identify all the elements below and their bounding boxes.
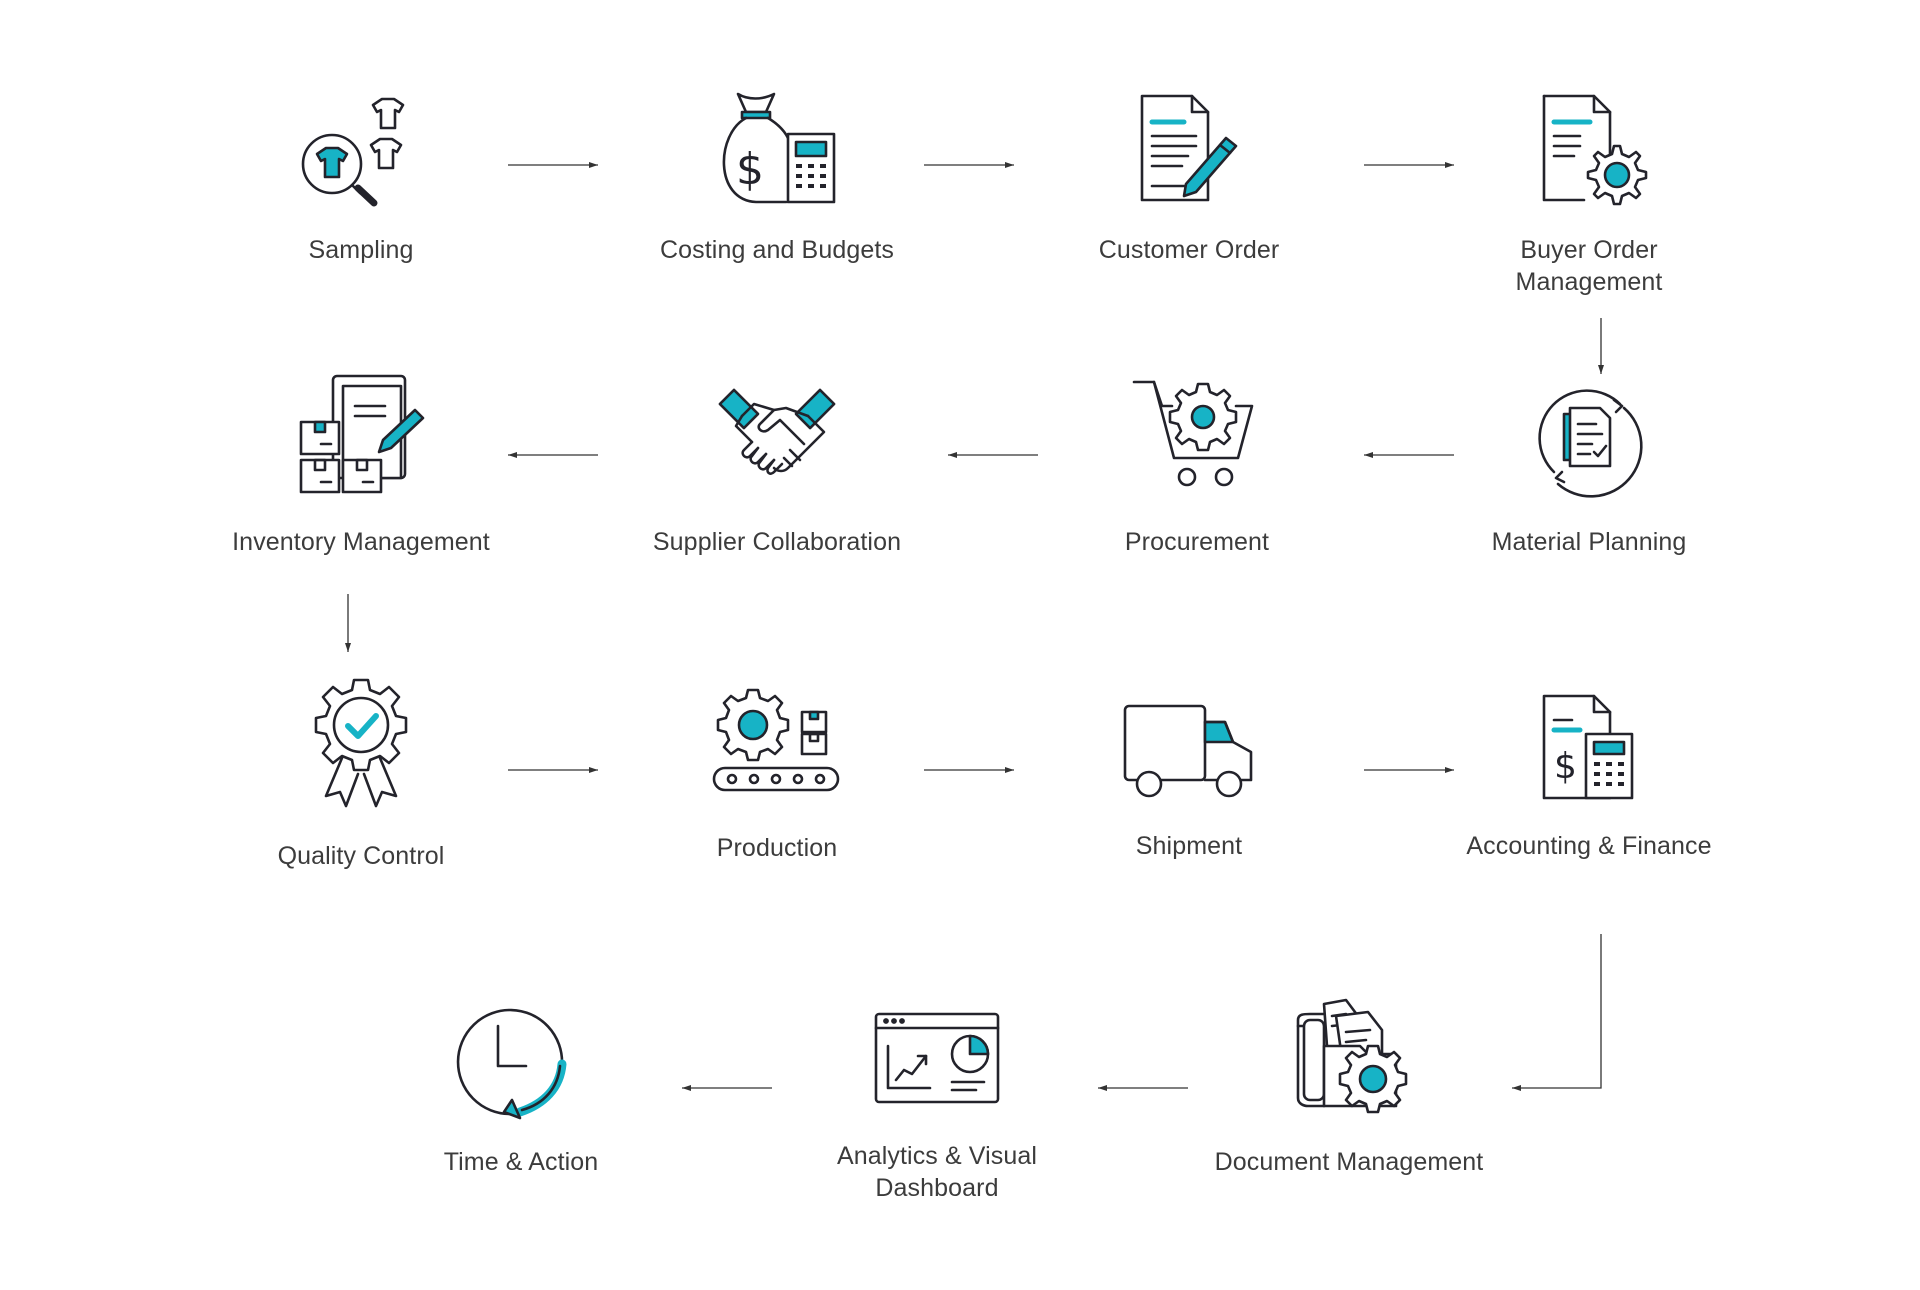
tshirt-magnifier-icon <box>301 97 405 207</box>
clock-arrow-icon <box>456 1008 567 1120</box>
document-gear-icon <box>1542 94 1648 206</box>
step-supplier: Supplier Collaboration <box>627 380 927 558</box>
step-label: Production <box>716 834 838 862</box>
truck-icon <box>1123 704 1253 798</box>
step-shipment: Shipment <box>1039 692 1339 862</box>
step-material-planning: Material Planning <box>1439 380 1739 558</box>
folder-gear-icon <box>1296 998 1408 1114</box>
step-label: Quality Control <box>277 842 445 870</box>
step-label: Document Management <box>1214 1148 1484 1176</box>
invoice-calculator-icon: $ <box>1542 694 1634 800</box>
award-check-icon <box>314 678 408 808</box>
step-label: Procurement <box>1124 528 1270 556</box>
step-customer-order: Customer Order <box>1039 88 1339 266</box>
arrow-accounting-document <box>1512 934 1602 1091</box>
boxes-clipboard-icon <box>299 374 425 494</box>
step-label: Inventory Management <box>232 528 490 556</box>
step-label: Costing and Budgets <box>659 236 894 264</box>
step-quality: Quality Control <box>211 678 511 872</box>
step-document: Document Management <box>1199 996 1499 1178</box>
step-label: Time & Action <box>443 1148 599 1176</box>
svg-text:$: $ <box>1554 746 1577 787</box>
step-time-action: Time & Action <box>371 1004 671 1178</box>
dashboard-chart-icon <box>874 1012 1000 1104</box>
cart-gear-icon <box>1132 380 1254 487</box>
step-production: Production <box>627 686 927 864</box>
step-sampling: Sampling <box>211 88 511 266</box>
step-label: Supplier Collaboration <box>652 528 902 556</box>
step-label: Analytics & Visual Dashboard <box>836 1142 1038 1202</box>
step-analytics: Analytics & Visual Dashboard <box>787 1010 1087 1204</box>
step-label: Customer Order <box>1098 236 1280 264</box>
step-accounting: $ Accounting & Finance <box>1439 692 1739 862</box>
step-label: Shipment <box>1135 832 1243 860</box>
step-label: Sampling <box>308 236 414 264</box>
step-label: Material Planning <box>1491 528 1687 556</box>
document-pen-icon <box>1140 94 1238 202</box>
svg-text:$: $ <box>736 144 764 195</box>
money-bag-calculator-icon: $ <box>722 92 836 204</box>
step-costing: $ Costing and Budgets <box>627 88 927 266</box>
step-procurement: Procurement <box>1047 380 1347 558</box>
step-label: Buyer Order Management <box>1515 236 1663 296</box>
step-label: Accounting & Finance <box>1466 832 1712 860</box>
gear-conveyor-icon <box>712 688 840 792</box>
handshake-icon <box>718 388 836 475</box>
step-buyer-order: Buyer Order Management <box>1439 88 1739 298</box>
step-inventory: Inventory Management <box>211 374 511 558</box>
clipboard-cycle-icon <box>1538 389 1643 498</box>
